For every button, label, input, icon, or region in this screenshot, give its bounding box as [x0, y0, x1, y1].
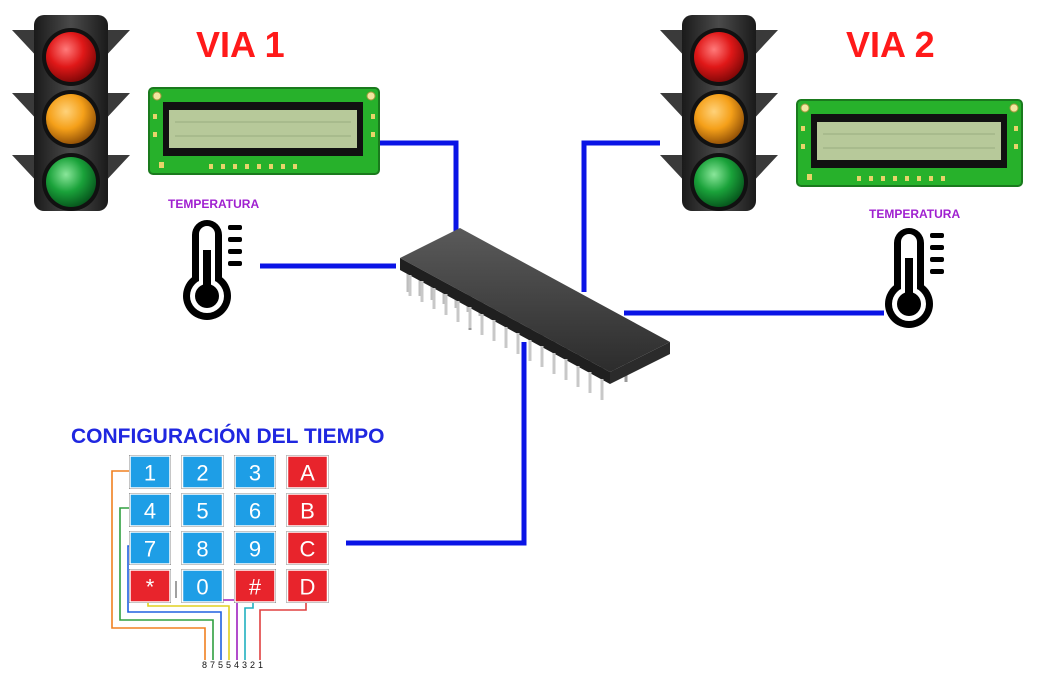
wire-keypad-chip: [346, 342, 527, 546]
thermometer-icon: [885, 228, 944, 328]
keypad-key[interactable]: 2: [181, 455, 224, 489]
keypad-key-label: C: [300, 537, 316, 562]
wire-lcd2-chip: [581, 140, 660, 292]
traffic-light-icon: [12, 15, 130, 211]
keypad-pin-number: 1: [258, 660, 263, 670]
keypad-key-label: 9: [249, 537, 261, 562]
wire-lcd1-chip: [380, 140, 459, 236]
via2-title: VIA 2: [846, 24, 935, 65]
keypad-key[interactable]: 8: [181, 531, 224, 565]
keypad-key-label: 3: [249, 461, 261, 486]
keypad-key[interactable]: C: [286, 531, 329, 565]
keypad-pin-number: 7: [210, 660, 215, 670]
keypad-pin-number: 4: [234, 660, 239, 670]
keypad-key-label: D: [300, 575, 316, 600]
traffic-light-icon: [660, 15, 778, 211]
config-title: CONFIGURACIÓN DEL TIEMPO: [71, 424, 384, 448]
thermometer-icon: [183, 220, 242, 320]
keypad-key[interactable]: 1: [129, 455, 171, 489]
keypad-key-label: 5: [196, 499, 208, 524]
amber-light-icon: [46, 94, 96, 144]
red-light-icon: [694, 32, 744, 82]
keypad-key[interactable]: B: [286, 493, 329, 527]
keypad-pin-number: 3: [242, 660, 247, 670]
chip-pins-bottom: [408, 275, 604, 400]
wires: [260, 140, 884, 546]
keypad-key-label: 0: [196, 575, 208, 600]
keypad-key-label: 2: [196, 461, 208, 486]
temp1-label: TEMPERATURA: [168, 197, 259, 211]
keypad-key-label: A: [300, 461, 315, 486]
keypad-pin-number: 2: [250, 660, 255, 670]
via1-title: VIA 1: [196, 24, 285, 65]
keypad-grid: 1 2 3 A 4 5 6 B 7 8 9 C * 0 # D: [129, 455, 329, 603]
keypad-key[interactable]: 5: [181, 493, 224, 527]
keypad-key-label: 6: [249, 499, 261, 524]
keypad-key-label: 4: [144, 499, 156, 524]
keypad-key[interactable]: D: [286, 569, 329, 603]
microcontroller-chip-icon: [400, 228, 670, 400]
green-light-icon: [694, 157, 744, 207]
lcd-display-icon: [796, 99, 1023, 187]
lcd-display-icon: [148, 87, 380, 175]
keypad-key-label: #: [249, 575, 262, 600]
keypad-key[interactable]: #: [234, 569, 276, 603]
keypad-key[interactable]: *: [129, 569, 171, 603]
keypad-key[interactable]: A: [286, 455, 329, 489]
keypad-key-label: 1: [144, 461, 156, 486]
red-light-icon: [46, 32, 96, 82]
temp2-label: TEMPERATURA: [869, 207, 960, 221]
keypad-key-label: 7: [144, 537, 156, 562]
keypad-key-label: 8: [196, 537, 208, 562]
keypad-key[interactable]: 3: [234, 455, 276, 489]
keypad-pin-number: 8: [202, 660, 207, 670]
keypad-pin-number: 5: [226, 660, 231, 670]
amber-light-icon: [694, 94, 744, 144]
keypad-key[interactable]: 7: [129, 531, 171, 565]
keypad-key[interactable]: 0: [181, 569, 224, 603]
keypad-key[interactable]: 6: [234, 493, 276, 527]
keypad-key[interactable]: 4: [129, 493, 171, 527]
green-light-icon: [46, 157, 96, 207]
keypad-pin-number: 5: [218, 660, 223, 670]
keypad-key[interactable]: 9: [234, 531, 276, 565]
keypad-key-label: B: [300, 499, 315, 524]
keypad-key-label: *: [146, 575, 155, 600]
